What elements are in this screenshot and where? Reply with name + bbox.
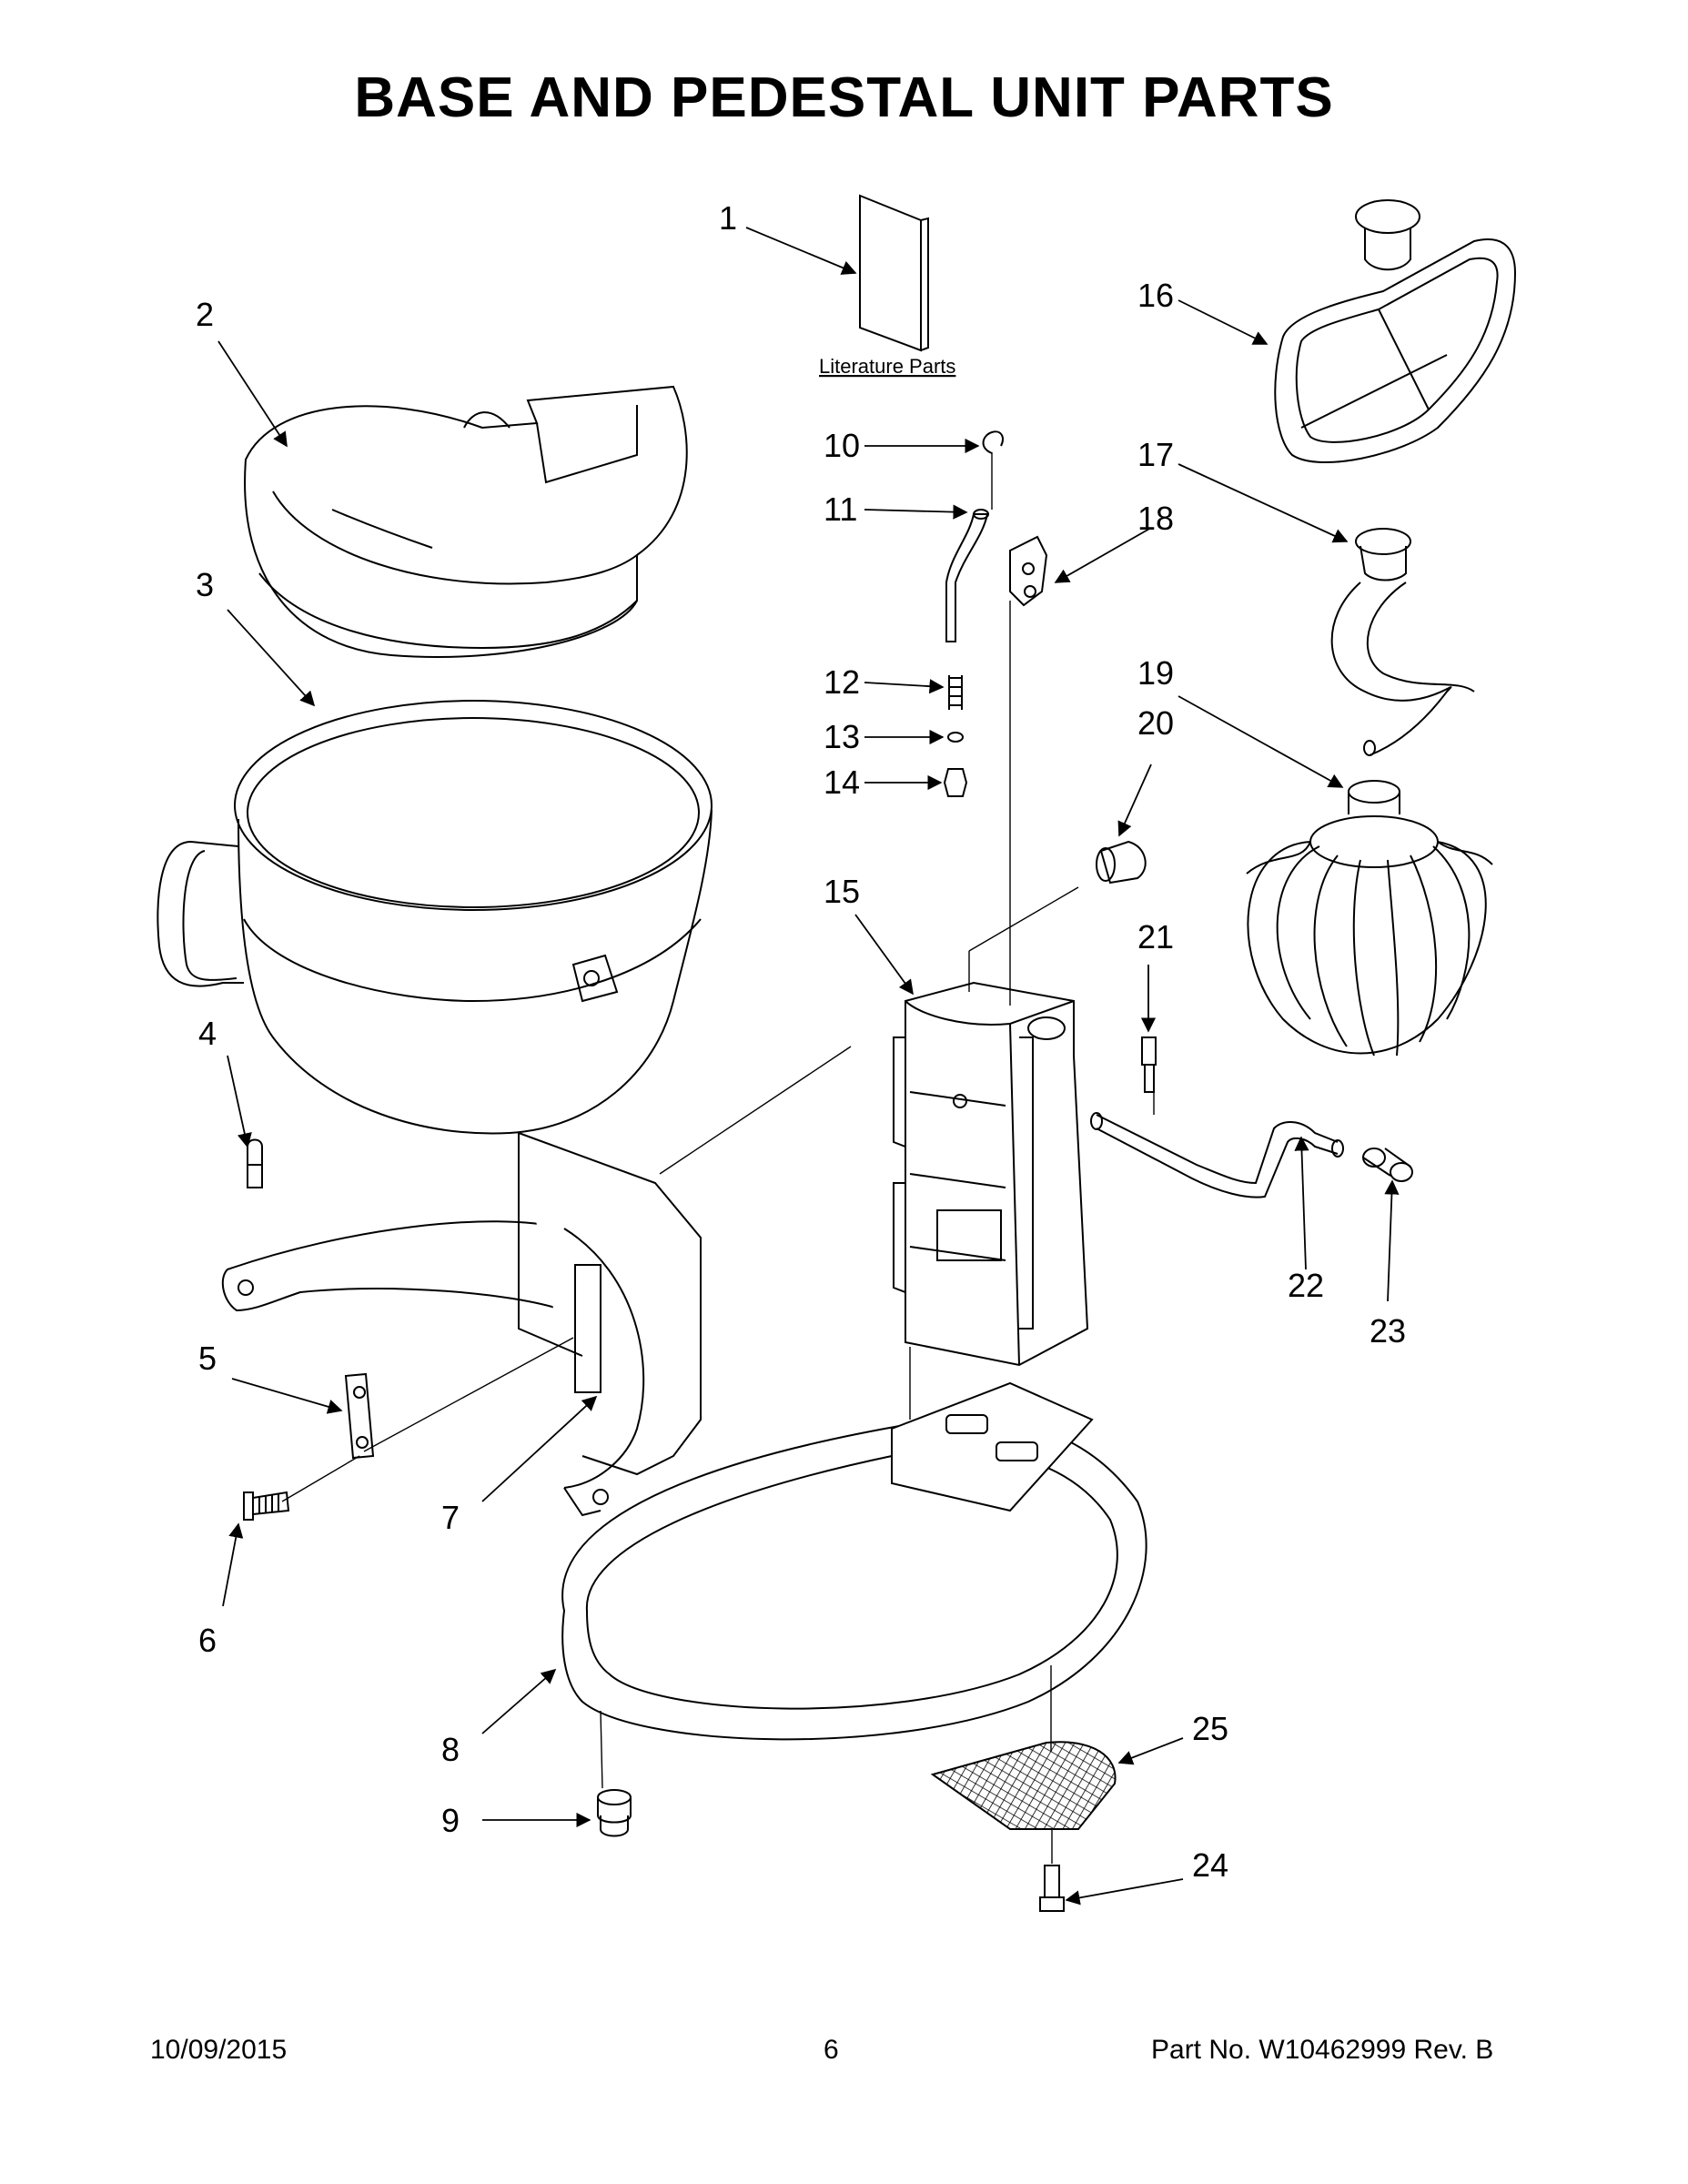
part-number-4: 4 <box>198 1015 217 1052</box>
mixing-bowl <box>157 700 713 1135</box>
crank-handle <box>1090 1112 1344 1198</box>
part-number-14: 14 <box>824 763 860 801</box>
rubber-foot <box>597 1789 632 1837</box>
part-number-16: 16 <box>1137 277 1174 314</box>
part-number-10: 10 <box>824 427 860 464</box>
part-number-8: 8 <box>441 1731 460 1768</box>
part-number-3: 3 <box>196 566 214 603</box>
mounting-plate <box>344 1372 375 1460</box>
pouring-shield <box>244 385 688 658</box>
bracket <box>1009 535 1048 607</box>
part-number-18: 18 <box>1137 500 1174 537</box>
part-number-9: 9 <box>441 1802 460 1839</box>
pedestal-column <box>893 981 1089 1367</box>
part-number-11: 11 <box>824 490 857 528</box>
part-number-13: 13 <box>824 718 860 755</box>
screw-6 <box>243 1491 290 1521</box>
wire-whip <box>1246 780 1493 1057</box>
part-number-5: 5 <box>198 1340 217 1377</box>
cap <box>1362 1148 1413 1182</box>
knob <box>1096 840 1147 885</box>
part-number-19: 19 <box>1137 654 1174 692</box>
part-number-20: 20 <box>1137 704 1174 742</box>
part-number-1: 1 <box>719 199 737 237</box>
part-number-22: 22 <box>1288 1267 1324 1304</box>
washer <box>947 732 964 743</box>
bowl-support <box>221 1132 702 1517</box>
part-number-6: 6 <box>198 1622 217 1659</box>
bolt <box>1039 1865 1065 1912</box>
flat-beater <box>1274 199 1517 464</box>
pin <box>247 1138 263 1188</box>
part-number-24: 24 <box>1192 1846 1228 1884</box>
part-number-23: 23 <box>1370 1312 1406 1350</box>
part-number-7: 7 <box>441 1499 460 1536</box>
literature-booklet <box>859 194 929 352</box>
spring <box>948 675 963 710</box>
part-number-25: 25 <box>1192 1710 1228 1747</box>
dough-hook <box>1330 528 1475 756</box>
nut <box>943 768 968 797</box>
part-number-15: 15 <box>824 873 860 910</box>
part-number-17: 17 <box>1137 436 1174 473</box>
footer-page-number: 6 <box>824 2035 839 2065</box>
lift-rod <box>945 509 989 642</box>
page-title: BASE AND PEDESTAL UNIT PARTS <box>354 66 1334 129</box>
part-number-12: 12 <box>824 663 860 701</box>
screw-21 <box>1141 1036 1157 1093</box>
part-number-21: 21 <box>1137 918 1174 956</box>
footer-part-number: Part No. W10462999 Rev. B <box>1151 2035 1494 2065</box>
mesh-pad <box>930 1741 1117 1830</box>
part-number-2: 2 <box>196 296 214 333</box>
footer-date: 10/09/2015 <box>150 2035 288 2065</box>
literature-parts-label: Literature Parts <box>819 355 955 378</box>
pedestal-base <box>561 1381 1147 1741</box>
retaining-clip <box>982 430 1004 454</box>
